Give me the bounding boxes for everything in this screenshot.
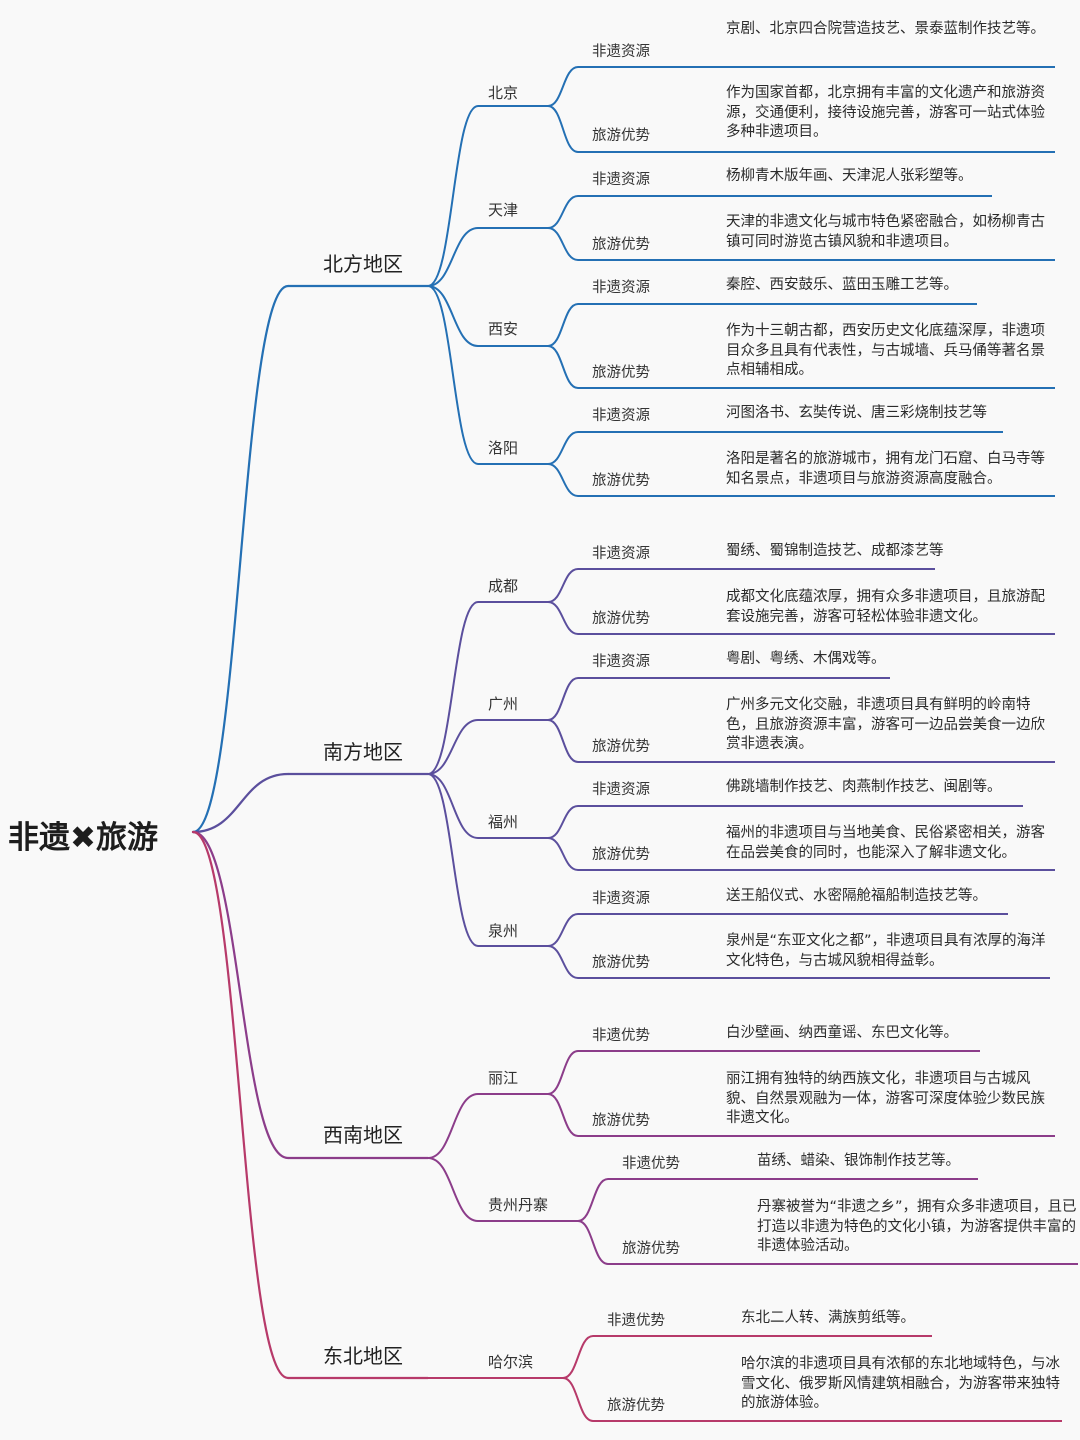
category-link	[547, 719, 579, 763]
city-beijing: 北京	[488, 84, 519, 102]
category-link	[547, 1050, 579, 1095]
city-link	[427, 227, 479, 287]
category-link	[547, 195, 579, 229]
category-label: 非遗资源	[592, 172, 650, 188]
city-chengdu: 成都	[488, 577, 519, 595]
city-fuzhou: 福州	[488, 813, 519, 831]
region-north: 北方地区	[323, 252, 403, 276]
category-link	[547, 345, 579, 389]
category-text: 杨柳青木版年画、天津泥人张彩塑等。	[726, 168, 973, 184]
category-label: 旅游优势	[592, 739, 650, 755]
category-text: 秦腔、西安鼓乐、蓝田玉雕工艺等。	[726, 277, 958, 293]
category-label: 非遗优势	[622, 1156, 680, 1172]
region-link	[191, 772, 290, 834]
category-label: 非遗资源	[592, 408, 650, 424]
city-link	[427, 773, 479, 947]
root-node: 非遗✖旅游	[8, 820, 158, 856]
city-lijiang: 丽江	[488, 1069, 519, 1087]
city-tianjin: 天津	[488, 201, 519, 219]
category-text: 苗绣、蜡染、银饰制作技艺等。	[757, 1153, 960, 1169]
category-link	[547, 431, 579, 465]
region-southwest: 西南地区	[323, 1123, 403, 1147]
category-label: 旅游优势	[622, 1241, 680, 1257]
category-label: 旅游优势	[592, 365, 650, 381]
category-link	[547, 463, 579, 497]
city-link	[427, 285, 479, 347]
city-harbin: 哈尔滨	[488, 1353, 534, 1371]
region-link	[191, 284, 290, 834]
category-link	[547, 913, 579, 947]
category-link	[547, 66, 579, 107]
category-link	[562, 1377, 594, 1422]
category-text: 天津的非遗文化与城市特色紧密融合，如杨柳青古镇可同时游览古镇风貌和非遗项目。	[726, 214, 1045, 250]
category-label: 非遗资源	[592, 654, 650, 670]
category-text: 佛跳墙制作技艺、肉燕制作技艺、闽剧等。	[726, 779, 1002, 795]
category-label: 旅游优势	[592, 611, 650, 627]
category-text: 送王船仪式、水密隔舱福船制造技艺等。	[726, 888, 987, 904]
category-label: 旅游优势	[592, 1113, 650, 1129]
region-south: 南方地区	[323, 740, 403, 764]
city-link	[427, 285, 479, 465]
category-label: 旅游优势	[592, 473, 650, 489]
category-label: 非遗资源	[592, 782, 650, 798]
category-label: 旅游优势	[592, 955, 650, 971]
category-text: 粤剧、粤绣、木偶戏等。	[726, 651, 886, 667]
region-northeast: 东北地区	[323, 1344, 403, 1368]
category-text: 蜀绣、蜀锦制造技艺、成都漆艺等	[726, 543, 944, 559]
category-text: 丽江拥有独特的纳西族文化，非遗项目与古城风貌、自然景观融为一体，游客可深度体验少…	[726, 1071, 1045, 1126]
city-guizhou-danzhai: 贵州丹寨	[488, 1196, 549, 1214]
category-link	[547, 105, 579, 153]
category-label: 非遗资源	[592, 546, 650, 562]
city-link	[427, 601, 479, 775]
category-link	[547, 568, 579, 603]
city-guangzhou: 广州	[488, 695, 519, 713]
category-text: 白沙壁画、纳西童谣、东巴文化等。	[726, 1025, 958, 1041]
category-link	[577, 1220, 609, 1265]
city-xian: 西安	[488, 320, 519, 338]
category-label: 旅游优势	[592, 847, 650, 863]
city-link	[427, 105, 479, 287]
city-link	[427, 773, 479, 839]
region-link	[191, 830, 290, 1160]
category-text: 作为十三朝古都，西安历史文化底蕴深厚，非遗项目众多且具有代表性，与古城墙、兵马俑…	[726, 323, 1045, 378]
category-text: 洛阳是著名的旅游城市，拥有龙门石窟、白马寺等知名景点，非遗项目与旅游资源高度融合…	[726, 451, 1045, 487]
city-link	[427, 719, 479, 775]
category-link	[577, 1178, 609, 1222]
category-text: 东北二人转、满族剪纸等。	[741, 1310, 915, 1326]
category-link	[547, 945, 579, 979]
category-label: 非遗资源	[592, 280, 650, 296]
category-text: 作为国家首都，北京拥有丰富的文化遗产和旅游资源，交通便利，接待设施完善，游客可一…	[726, 85, 1045, 140]
category-link	[547, 1093, 579, 1137]
category-text: 泉州是“东亚文化之都”，非遗项目具有浓厚的海洋文化特色，与古城风貌相得益彰。	[726, 933, 1046, 969]
category-label: 旅游优势	[592, 128, 650, 144]
category-link	[547, 601, 579, 635]
category-label: 非遗资源	[592, 44, 650, 60]
category-text: 广州多元文化交融，非遗项目具有鲜明的岭南特色，且旅游资源丰富，游客可一边品尝美食…	[726, 697, 1045, 752]
category-label: 旅游优势	[592, 237, 650, 253]
category-text: 哈尔滨的非遗项目具有浓郁的东北地域特色，与冰雪文化、俄罗斯风情建筑相融合，为游客…	[741, 1356, 1060, 1411]
category-text: 丹寨被誉为“非遗之乡”，拥有众多非遗项目，且已打造以非遗为特色的文化小镇，为游客…	[757, 1199, 1077, 1254]
category-label: 非遗资源	[592, 891, 650, 907]
city-quanzhou: 泉州	[488, 922, 519, 940]
city-luoyang: 洛阳	[488, 439, 519, 457]
city-link	[427, 1093, 479, 1159]
category-link	[547, 303, 579, 347]
category-link	[547, 837, 579, 871]
category-label: 非遗优势	[592, 1028, 650, 1044]
category-link	[562, 1335, 594, 1379]
category-label: 非遗优势	[607, 1313, 665, 1329]
category-text: 福州的非遗项目与当地美食、民俗紧密相关，游客在品尝美食的同时，也能深入了解非遗文…	[726, 825, 1045, 861]
region-link	[191, 830, 290, 1380]
category-link	[547, 677, 579, 721]
category-link	[547, 227, 579, 261]
category-label: 旅游优势	[607, 1398, 665, 1414]
category-text: 河图洛书、玄奘传说、唐三彩烧制技艺等	[726, 405, 987, 421]
category-text: 成都文化底蕴浓厚，拥有众多非遗项目，且旅游配套设施完善，游客可轻松体验非遗文化。	[726, 589, 1045, 625]
category-link	[547, 805, 579, 839]
city-link	[427, 1157, 479, 1222]
category-text: 京剧、北京四合院营造技艺、景泰蓝制作技艺等。	[726, 21, 1045, 37]
